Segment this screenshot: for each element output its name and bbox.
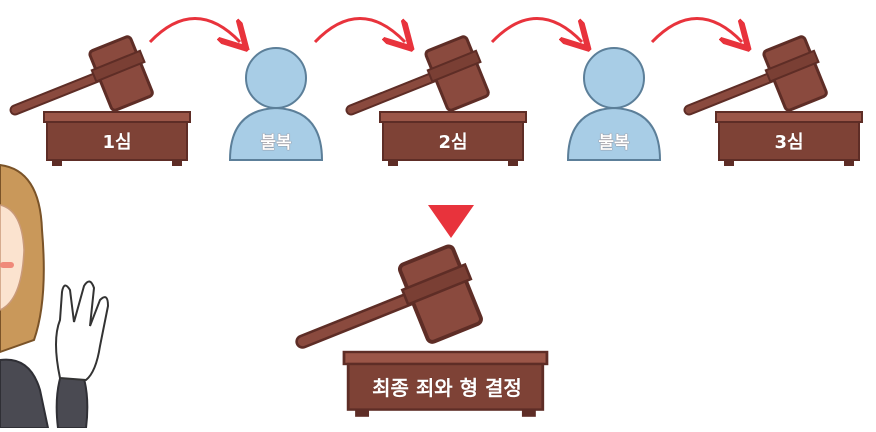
gavel-icon-2 bbox=[351, 34, 493, 113]
curved-arrow-4 bbox=[650, 17, 742, 43]
stage-label-3: 3심 bbox=[774, 132, 804, 153]
v-sign-hand-icon bbox=[55, 280, 110, 382]
stage-label-2: 2심 bbox=[438, 132, 468, 153]
final-decision-label: 최종 죄와 형 결정 bbox=[372, 376, 522, 400]
appeal-label-1: 불복 bbox=[260, 133, 292, 153]
curved-arrow-2 bbox=[313, 17, 405, 43]
down-triangle-icon bbox=[428, 205, 474, 238]
gavel-icon-final bbox=[303, 243, 488, 345]
curved-arrow-1 bbox=[148, 17, 240, 43]
character-illustration bbox=[0, 163, 110, 429]
curved-arrow-3 bbox=[490, 17, 582, 43]
appeal-label-2: 불복 bbox=[598, 133, 630, 153]
gavel-icon-3 bbox=[689, 34, 831, 113]
flow-arrows bbox=[148, 17, 742, 43]
stage-label-1: 1심 bbox=[102, 132, 132, 153]
gavel-icon-1 bbox=[15, 34, 157, 113]
